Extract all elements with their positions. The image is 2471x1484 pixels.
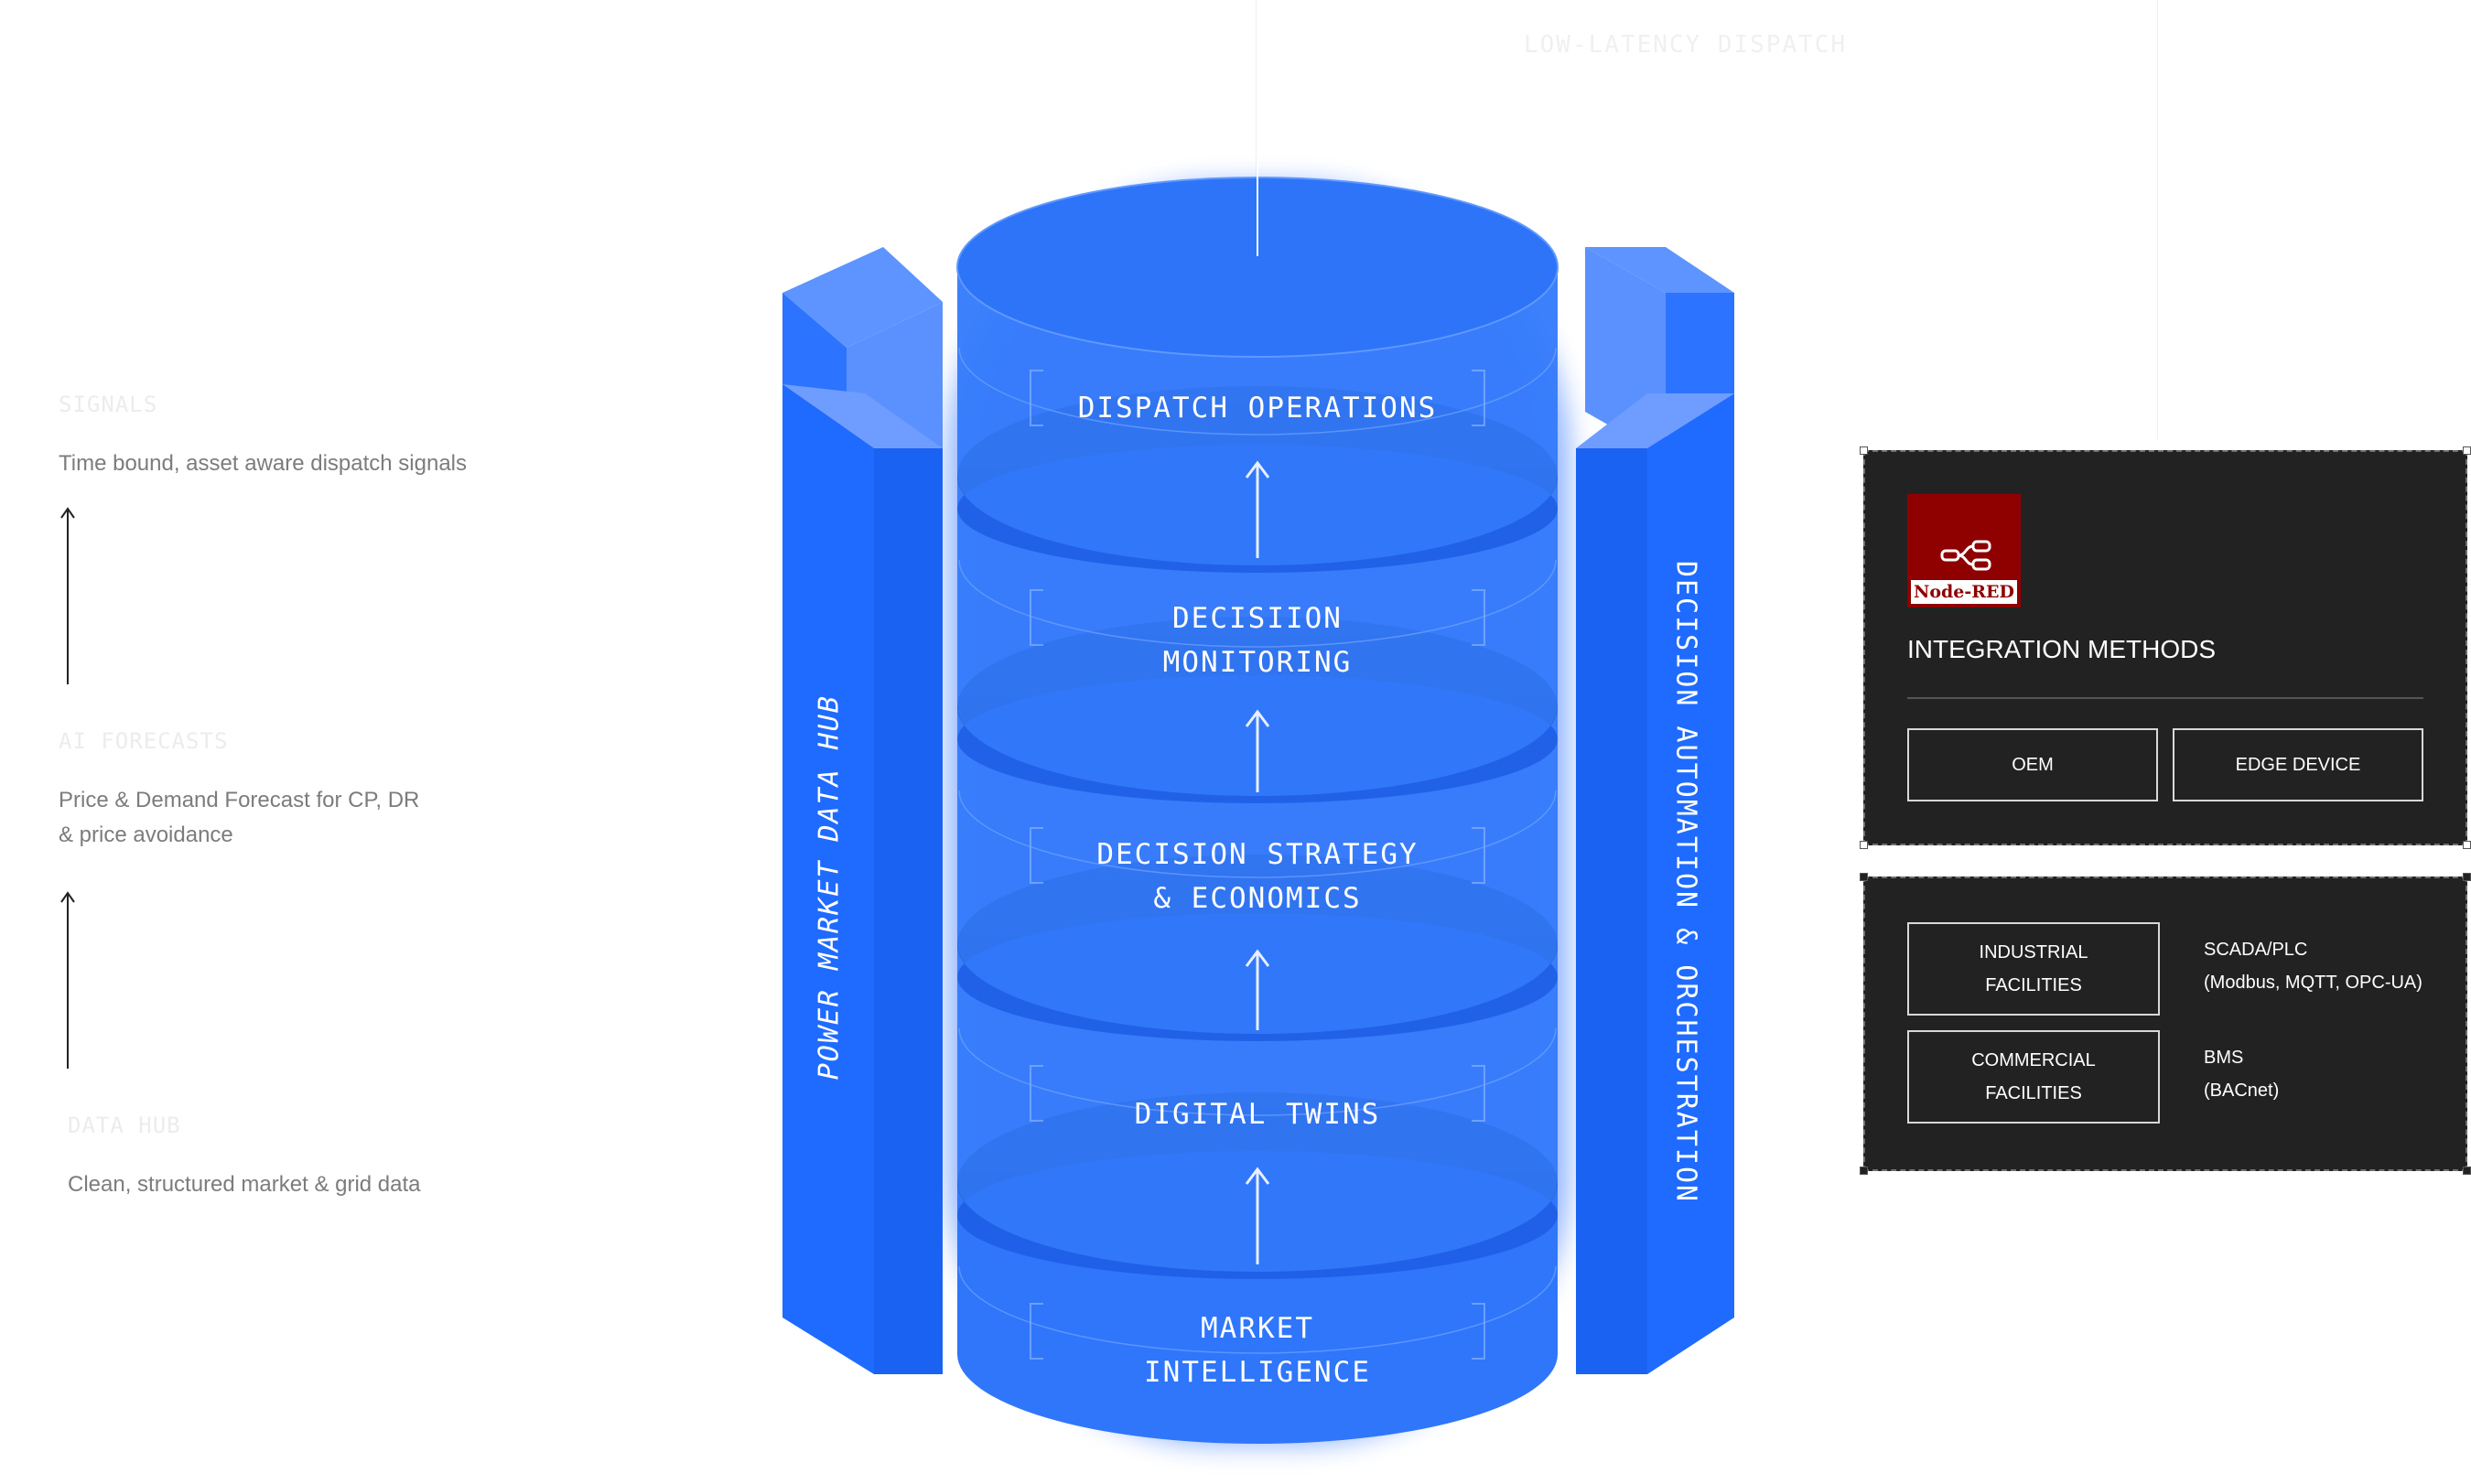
layer-label-line: DECISION STRATEGY [1096, 838, 1419, 871]
up-arrow-icon [60, 507, 75, 684]
layer-label-line: DIGITAL TWINS [1134, 1098, 1381, 1131]
selection-handle[interactable] [2463, 446, 2471, 455]
signals-description: Time bound, asset aware dispatch signals [59, 451, 468, 476]
layer-label-market-intelligence: MARKET INTELLIGENCE [983, 1307, 1532, 1394]
integration-methods-panel: Node-RED INTEGRATION METHODS OEM EDGE DE… [1860, 446, 2471, 849]
integration-divider [1907, 697, 2423, 699]
left-pillar-top-face [782, 247, 943, 348]
edge-device-button[interactable]: EDGE DEVICE [2173, 728, 2423, 801]
oem-button[interactable]: OEM [1907, 728, 2158, 801]
up-arrow-icon [1245, 949, 1270, 1030]
facility-label-line: COMMERCIAL [1971, 1050, 2096, 1070]
right-pillar-front [1647, 393, 1734, 1374]
left-pillar-label: POWER MARKET DATA HUB [813, 691, 846, 1084]
selection-handle[interactable] [1860, 873, 1868, 881]
node-red-logo-text: Node-RED [1911, 580, 2017, 604]
protocol-line: SCADA/PLC [2204, 940, 2308, 960]
signals-tag: SIGNALS [59, 392, 158, 417]
layer-label-decision-strategy: DECISION STRATEGY & ECONOMICS [983, 833, 1532, 920]
selection-handle[interactable] [1860, 446, 1868, 455]
integration-methods-title: INTEGRATION METHODS [1907, 635, 2217, 663]
up-arrow-icon [1245, 460, 1270, 558]
facility-label-line: FACILITIES [1985, 1083, 2082, 1103]
node-red-flow-icon [1940, 540, 1991, 571]
layer-label-digital-twins: DIGITAL TWINS [983, 1092, 1532, 1136]
data-hub-tag: DATA HUB [68, 1113, 181, 1138]
right-pillar [1576, 247, 1734, 1374]
ghost-panel-text: LOW-LATENCY DISPATCH [1524, 31, 1848, 59]
left-pillar-side [874, 448, 943, 1374]
selection-handle[interactable] [2463, 841, 2471, 849]
selection-handle[interactable] [2463, 873, 2471, 881]
industrial-facilities-box[interactable]: INDUSTRIAL FACILITIES [1907, 922, 2160, 1016]
up-arrow-icon [1245, 1167, 1270, 1264]
layer-label-dispatch-operations: DISPATCH OPERATIONS [983, 386, 1532, 430]
selection-handle[interactable] [1860, 1167, 1868, 1175]
layer-label-line: DECISIION [1172, 602, 1343, 635]
layer-label-decision-monitoring: DECISIION MONITORING [983, 597, 1532, 684]
layer-label-line: DISPATCH OPERATIONS [1077, 392, 1438, 425]
commercial-protocols: BMS (BACnet) [2204, 1041, 2279, 1107]
protocol-line: (Modbus, MQTT, OPC-UA) [2204, 973, 2422, 993]
up-arrow-icon [60, 891, 75, 1069]
layer-label-line: & ECONOMICS [1153, 882, 1362, 915]
industrial-protocols: SCADA/PLC (Modbus, MQTT, OPC-UA) [2204, 933, 2422, 999]
cylinder [956, 37, 1559, 1444]
layer-label-line: MARKET [1201, 1312, 1314, 1345]
ai-forecasts-description-line-2: & price avoidance [59, 823, 233, 847]
facilities-panel: INDUSTRIAL FACILITIES SCADA/PLC (Modbus,… [1860, 873, 2471, 1175]
node-red-logo: Node-RED [1907, 494, 2021, 608]
layer-label-line: MONITORING [1162, 646, 1353, 679]
facility-label-line: FACILITIES [1985, 975, 2082, 995]
protocol-line: BMS [2204, 1048, 2244, 1068]
commercial-facilities-box[interactable]: COMMERCIAL FACILITIES [1907, 1030, 2160, 1124]
right-pillar-side [1576, 448, 1647, 1374]
layer-label-line: INTELLIGENCE [1144, 1356, 1371, 1389]
up-arrow-icon [1245, 709, 1270, 792]
ai-forecasts-description-line-1: Price & Demand Forecast for CP, DR [59, 788, 420, 812]
selection-handle[interactable] [1860, 841, 1868, 849]
selection-handle[interactable] [2463, 1167, 2471, 1175]
right-pillar-label: DECISION AUTOMATION & ORCHESTRATION [1669, 560, 1702, 1204]
left-pillar [782, 247, 943, 1374]
data-hub-description: Clean, structured market & grid data [68, 1172, 421, 1197]
facility-label-line: INDUSTRIAL [1979, 942, 2088, 962]
ai-forecasts-tag: AI FORECASTS [59, 728, 229, 754]
protocol-line: (BACnet) [2204, 1081, 2280, 1101]
left-pillar-front [782, 384, 874, 1374]
